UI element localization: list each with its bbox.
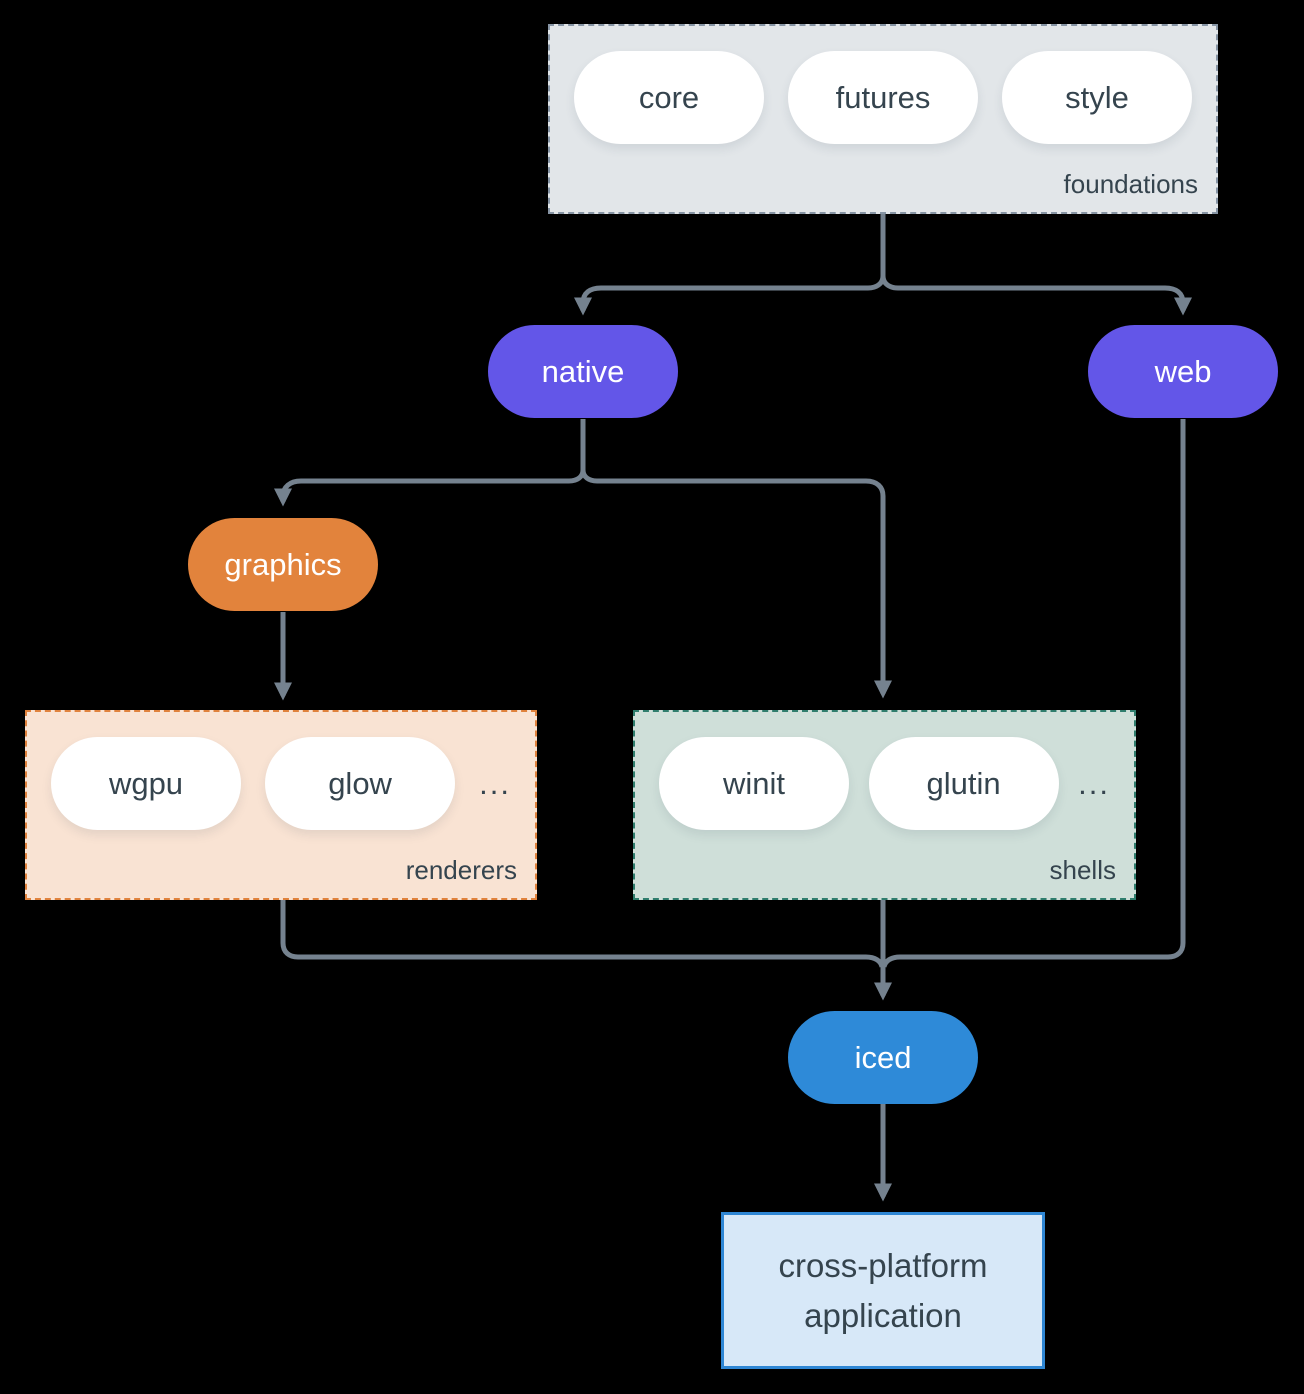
edge-foundations-to-web bbox=[880, 275, 1192, 316]
node-winit-label: winit bbox=[722, 765, 785, 801]
group-foundations-label: foundations bbox=[1063, 169, 1198, 199]
node-wgpu-label: wgpu bbox=[108, 765, 184, 801]
edge-native-to-graphics bbox=[274, 469, 586, 507]
renderers-pill-row: wgpu glow ... bbox=[27, 712, 535, 830]
edge-foundations-to-native bbox=[574, 275, 886, 316]
group-renderers-label: renderers bbox=[405, 855, 517, 885]
node-glutin-label: glutin bbox=[926, 765, 1001, 801]
group-shells-label: shells bbox=[1049, 855, 1116, 885]
node-glow-label: glow bbox=[328, 765, 392, 801]
node-core-label: core bbox=[638, 79, 700, 115]
foundations-pill-row: core futures style bbox=[550, 26, 1216, 144]
node-glutin: glutin bbox=[868, 737, 1059, 830]
shells-ellipsis: ... bbox=[1078, 765, 1110, 801]
edge-native-to-shells bbox=[580, 469, 892, 699]
node-style: style bbox=[1002, 51, 1192, 144]
group-shells: winit glutin ... shells bbox=[633, 710, 1136, 900]
node-core: core bbox=[574, 51, 764, 144]
shells-pill-row: winit glutin ... bbox=[635, 712, 1134, 830]
node-wgpu: wgpu bbox=[51, 737, 241, 830]
group-foundations: core futures style foundations bbox=[548, 24, 1218, 214]
edge-renderers-to-merge bbox=[280, 900, 885, 968]
node-web-label: web bbox=[1154, 353, 1212, 389]
renderers-ellipsis: ... bbox=[479, 765, 511, 801]
node-style-label: style bbox=[1065, 79, 1129, 115]
node-iced-label: iced bbox=[854, 1039, 912, 1075]
node-iced: iced bbox=[788, 1011, 978, 1104]
node-futures: futures bbox=[788, 51, 978, 144]
node-winit: winit bbox=[659, 737, 849, 830]
node-native: native bbox=[488, 325, 678, 418]
node-web: web bbox=[1088, 325, 1278, 418]
node-graphics: graphics bbox=[188, 518, 378, 611]
node-native-label: native bbox=[541, 353, 625, 389]
group-renderers: wgpu glow ... renderers bbox=[25, 710, 537, 900]
node-application: cross-platform application bbox=[721, 1212, 1045, 1369]
node-glow: glow bbox=[265, 737, 456, 830]
node-graphics-label: graphics bbox=[224, 546, 342, 582]
node-futures-label: futures bbox=[835, 79, 931, 115]
edge-web-to-merge bbox=[881, 419, 1186, 968]
node-application-label: cross-platform application bbox=[778, 1247, 988, 1334]
